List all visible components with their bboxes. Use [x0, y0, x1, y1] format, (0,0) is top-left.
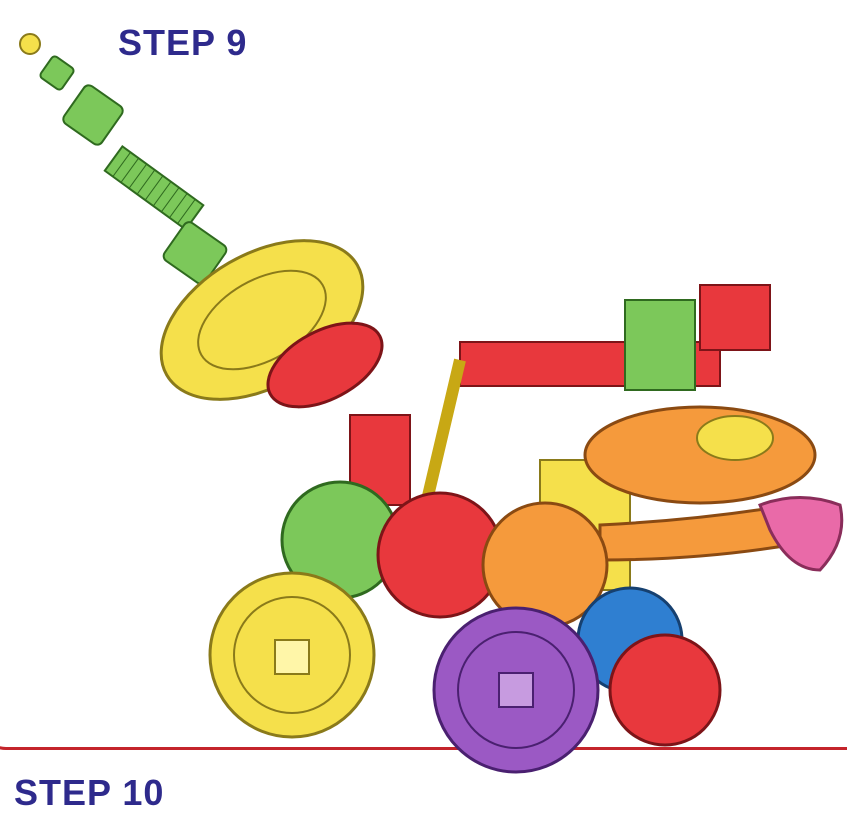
axle-icon	[20, 34, 229, 286]
next-step-heading: STEP 10	[14, 772, 164, 814]
